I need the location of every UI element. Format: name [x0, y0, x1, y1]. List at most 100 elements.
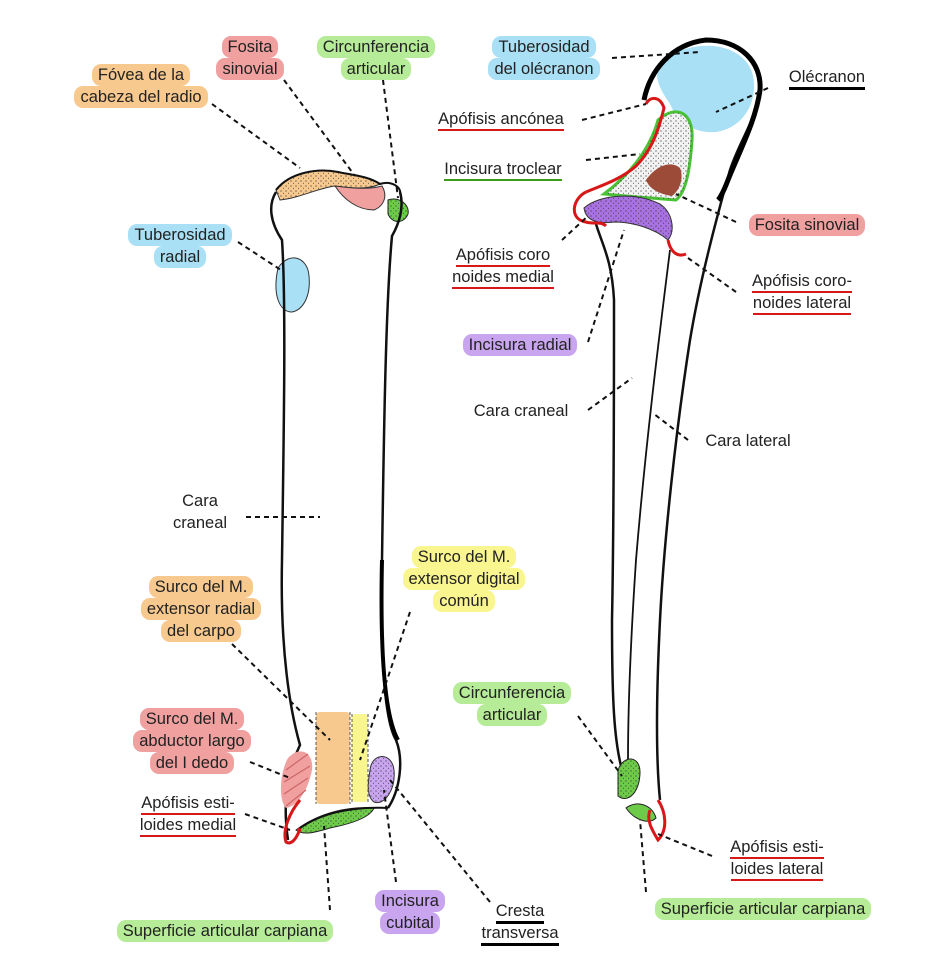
tub-olec-line-1: Tuberosidad	[492, 36, 596, 58]
fosita-radius-line-1: Fosita	[221, 36, 279, 58]
label-apofisis-coronoides-lateral: Apófisis coro- noides lateral	[730, 270, 874, 315]
surco-abd-line-3: del I dedo	[149, 752, 235, 774]
anconea-text: Apófisis ancónea	[438, 110, 564, 131]
incisura-cubital-line-1: Incisura	[375, 890, 445, 912]
superficie-carpiana-stipple	[296, 807, 374, 834]
leader-circ-radius	[382, 79, 399, 199]
label-apofisis-estiloides-medial: Apófisis esti- loides medial	[118, 792, 258, 837]
circ-radius-line-2: articular	[340, 58, 412, 80]
incisura-cubital-stipple	[368, 756, 395, 803]
surco-ext-dig-line-3: común	[433, 590, 495, 612]
surco-ext-rad-line-2: extensor radial	[140, 598, 262, 620]
surco-ext-rad-line-1: Surco del M.	[148, 576, 254, 598]
radius-distal-edge	[299, 806, 389, 829]
leader-coronoides-lateral	[687, 257, 737, 293]
tub-olec-line-2: del olécranon	[488, 58, 600, 80]
surco-abductor-region	[280, 751, 313, 808]
fosita-sinovial-ulna-region	[646, 164, 682, 196]
leader-estiloides-lateral	[657, 833, 713, 857]
label-tuberosidad-olecranon: Tuberosidad del olécranon	[474, 36, 614, 80]
tuberosidad-olecranon-region	[657, 45, 755, 133]
leader-cresta-transversa	[389, 779, 491, 903]
leader-tuberosidad-olecranon	[611, 51, 701, 59]
label-apofisis-estiloides-lateral: Apófisis esti- loides lateral	[706, 836, 848, 881]
incisura-radial-text: Incisura radial	[462, 334, 578, 356]
surco-abd-line-2: abductor largo	[133, 730, 251, 752]
leader-cara-lateral	[653, 413, 689, 441]
carpiana-radius-text: Superficie articular carpiana	[116, 920, 334, 942]
label-circunferencia-articular-radius: Circunferencia articular	[302, 36, 450, 80]
incisura-cubital-line-2: cubital	[380, 912, 440, 934]
apofisis-estiloides-medial-edge	[283, 799, 302, 845]
label-incisura-cubital: Incisura cubital	[368, 890, 452, 934]
leader-olecranon	[715, 87, 769, 113]
tuberosidad-radial-region	[275, 257, 310, 313]
apofisis-estiloides-lateral-edge	[647, 799, 667, 843]
fovea-line-1: Fóvea de la	[91, 64, 191, 86]
cresta-line-2: transversa	[481, 924, 559, 946]
leader-anconea	[581, 103, 647, 121]
surco-ext-rad-line-3: del carpo	[161, 620, 241, 642]
coronoides-medial-edge	[572, 190, 608, 228]
estil-lateral-line-2: loides lateral	[730, 860, 824, 881]
estil-medial-line-1: Apófisis esti-	[141, 794, 235, 815]
incisura-radial-stipple	[584, 196, 673, 240]
carpiana-ulna-text: Superficie articular carpiana	[654, 898, 872, 920]
circ-ulna-line-2: articular	[476, 704, 548, 726]
label-circunferencia-articular-ulna: Circunferencia articular	[438, 682, 586, 726]
coron-lateral-line-1: Apófisis coro-	[752, 272, 852, 293]
leader-cara-craneal-ulna	[587, 377, 633, 411]
olecranon-text: Olécranon	[788, 68, 866, 90]
coron-medial-line-2: noides medial	[452, 268, 554, 289]
leader-fosita-radius	[283, 79, 356, 177]
surco-abductor-hatch	[283, 753, 311, 807]
label-surco-abductor: Surco del M. abductor largo del I dedo	[114, 708, 270, 774]
surco-ext-dig-line-2: extensor digital	[402, 568, 526, 590]
cara-craneal-radius-line-1: Cara	[182, 492, 218, 510]
surco-abd-line-1: Surco del M.	[139, 708, 245, 730]
fovea-stipple	[276, 170, 380, 200]
leader-surco-abductor	[249, 761, 291, 779]
cara-craneal-radius-line-2: craneal	[172, 514, 228, 532]
circ-ulna-stipple	[618, 758, 640, 799]
label-fosita-sinovial-ulna: Fosita sinovial	[736, 214, 878, 236]
leader-estiloides-medial	[244, 813, 291, 831]
tub-radial-line-1: Tuberosidad	[128, 224, 232, 246]
circ-radius-line-1: Circunferencia	[316, 36, 436, 58]
superficie-carpiana-ulna-region	[625, 803, 657, 822]
ulna-thick-caudal	[641, 37, 763, 202]
leader-surco-extensor-digital	[359, 611, 411, 761]
label-cara-lateral: Cara lateral	[686, 430, 810, 452]
label-incisura-troclear: Incisura troclear	[420, 158, 586, 181]
label-apofisis-anconea: Apófisis ancónea	[416, 108, 586, 131]
radius-head-top	[275, 169, 402, 195]
apofisis-anconea-edge	[585, 97, 666, 194]
label-olecranon: Olécranon	[772, 66, 882, 90]
leader-fovea	[211, 103, 301, 169]
fovea-line-2: cabeza del radio	[74, 86, 208, 108]
radius-groove-lines	[315, 712, 369, 804]
troclear-text: Incisura troclear	[444, 160, 562, 181]
fosita-ulna-text: Fosita sinovial	[748, 214, 866, 236]
coronoides-lateral-edge	[666, 239, 687, 257]
label-superficie-carpiana-radius: Superficie articular carpiana	[92, 920, 358, 942]
label-fosita-sinovial-radius: Fosita sinovial	[208, 36, 292, 80]
leader-carpiana-radius	[323, 825, 331, 911]
cara-lateral-text: Cara lateral	[705, 432, 791, 450]
ulna-inner-line	[627, 249, 671, 761]
coron-lateral-line-2: noides lateral	[752, 294, 852, 315]
leader-fosita-ulna	[675, 193, 737, 223]
label-superficie-carpiana-ulna: Superficie articular carpiana	[630, 898, 896, 920]
radius-bone	[269, 169, 409, 845]
tub-radial-line-2: radial	[153, 246, 207, 268]
leader-incisura-cubital	[383, 789, 397, 883]
label-incisura-radial: Incisura radial	[450, 334, 590, 356]
label-apofisis-coronoides-medial: Apófisis coro noides medial	[430, 244, 576, 289]
surco-extensor-radial-region	[316, 712, 350, 804]
leader-tuberosidad-radial	[237, 241, 285, 273]
estil-medial-line-2: loides medial	[139, 816, 237, 837]
label-cara-craneal-ulna: Cara craneal	[456, 400, 586, 422]
cresta-line-1: Cresta	[495, 902, 545, 924]
leader-carpiana-ulna	[639, 819, 647, 893]
